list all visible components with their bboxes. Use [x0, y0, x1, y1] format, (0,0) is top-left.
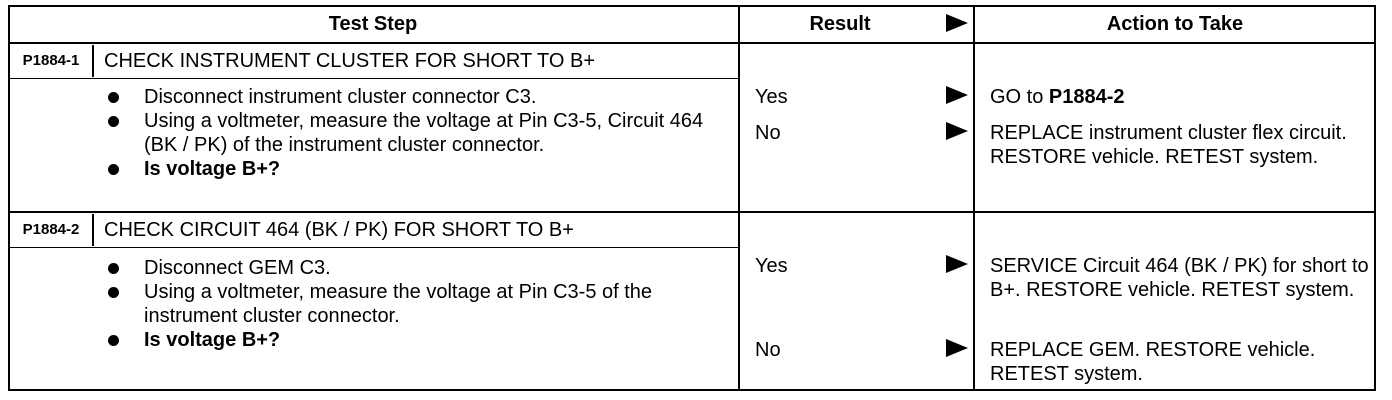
step-separator	[8, 211, 1376, 213]
step-1-bullet-question: Is voltage B+?	[104, 157, 724, 181]
bullet-dot-icon	[108, 116, 119, 127]
step-1-result-yes: Yes	[755, 86, 788, 108]
bullet-dot-icon	[108, 335, 119, 346]
step-1-yes-arrow-icon	[946, 86, 968, 104]
bullet-dot-icon	[108, 164, 119, 175]
header-rule	[8, 42, 1376, 44]
header-arrow-icon	[946, 14, 968, 32]
step-ref-link: P1884-2	[1048, 86, 1125, 108]
header-test-step: Test Step	[328, 13, 418, 35]
bullet-dot-icon	[108, 92, 119, 103]
bullet-dot-icon	[108, 263, 119, 274]
step-2-bullets: Disconnect GEM C3. Using a voltmeter, me…	[104, 256, 724, 352]
step-1-bullet: Disconnect instrument cluster connector …	[104, 85, 724, 109]
step-2-bullet: Using a voltmeter, measure the voltage a…	[104, 280, 724, 328]
step-2-action-no: REPLACE GEM. RESTORE vehicle. RETEST sys…	[990, 339, 1316, 385]
diagnostic-table	[8, 5, 1376, 391]
divider-step-result	[738, 5, 740, 391]
header-result: Result	[809, 13, 871, 35]
step-2-result-yes: Yes	[755, 255, 788, 277]
step-1-bullets: Disconnect instrument cluster connector …	[104, 85, 724, 181]
step-1-action-yes: GO to P1884-2	[990, 86, 1125, 108]
step-2-result-no: No	[755, 339, 781, 361]
step-1-action-no: REPLACE instrument cluster flex circuit.…	[990, 122, 1347, 168]
bullet-dot-icon	[108, 287, 119, 298]
step-2-id: P1884-2	[10, 214, 94, 246]
step-1-bullet: Using a voltmeter, measure the voltage a…	[104, 109, 724, 157]
step-2-action-yes: SERVICE Circuit 464 (BK / PK) for short …	[990, 255, 1369, 301]
step-1-id: P1884-1	[10, 45, 94, 77]
step-1-result-no: No	[755, 122, 781, 144]
step-2-yes-arrow-icon	[946, 255, 968, 273]
step-2-title: CHECK CIRCUIT 464 (BK / PK) FOR SHORT TO…	[104, 219, 574, 241]
step-2-title-rule	[8, 247, 738, 248]
step-1-no-arrow-icon	[946, 122, 968, 140]
step-2-no-arrow-icon	[946, 339, 968, 357]
header-action-to-take: Action to Take	[1106, 13, 1244, 35]
step-1-title-rule	[8, 78, 738, 79]
step-2-bullet-question: Is voltage B+?	[104, 328, 724, 352]
divider-result-action	[973, 5, 975, 391]
step-1-title: CHECK INSTRUMENT CLUSTER FOR SHORT TO B+	[104, 50, 596, 72]
step-2-bullet: Disconnect GEM C3.	[104, 256, 724, 280]
